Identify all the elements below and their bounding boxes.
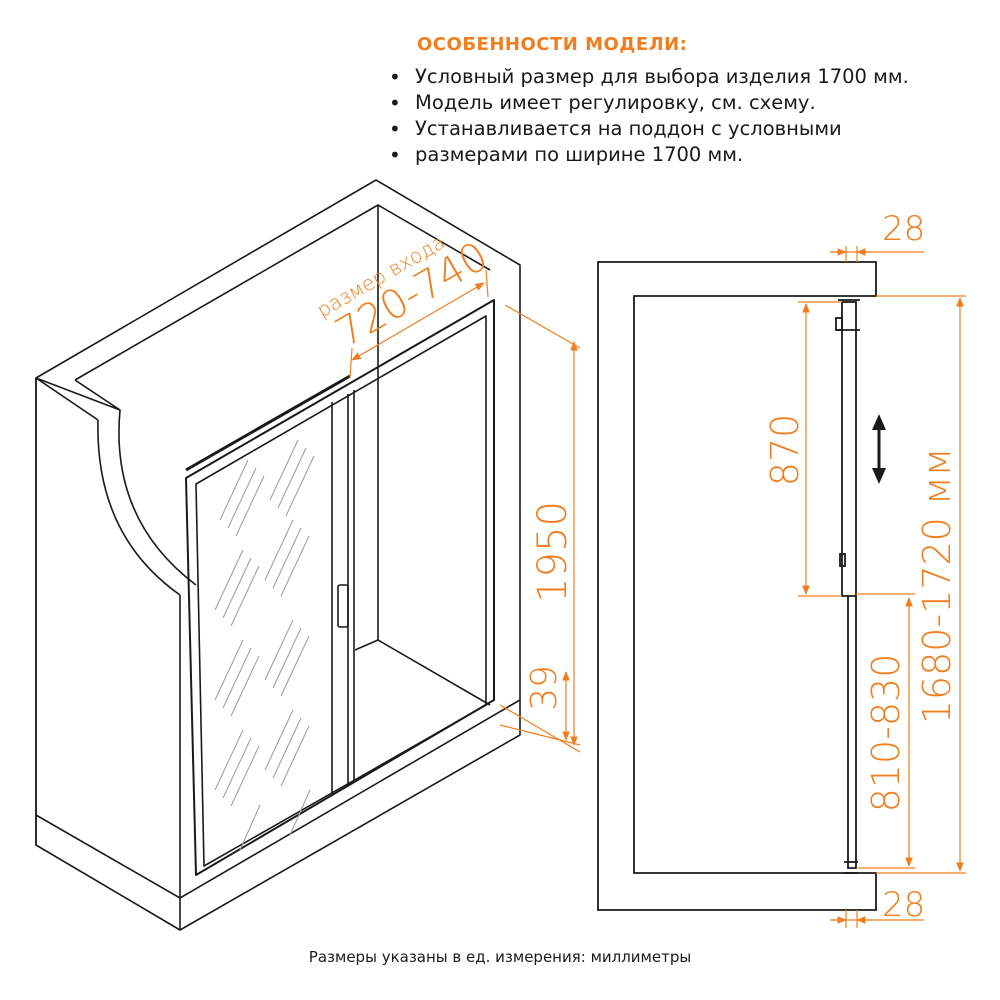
iso-door-frame-inner bbox=[195, 315, 487, 867]
iso-entry-ext-right bbox=[485, 269, 489, 298]
feature-text: размерами по ширине 1700 мм. bbox=[415, 143, 744, 166]
iso-wall-bottom-band bbox=[35, 699, 521, 899]
iso-top-rail bbox=[185, 374, 351, 472]
plan-total-value: 1680-1720 мм bbox=[915, 448, 959, 725]
feature-item: Устанавливается на поддон с условными bbox=[388, 116, 909, 142]
iso-curved-wall bbox=[118, 409, 197, 586]
plan-bracket-top bbox=[835, 317, 843, 331]
plan-view bbox=[597, 261, 877, 911]
plan-fixed-value: 810-830 bbox=[864, 654, 908, 813]
plan-profile-bottom bbox=[844, 861, 858, 874]
feature-item: Модель имеет регулировку, см. схему. bbox=[388, 90, 909, 116]
iso-height-value: 1950 bbox=[530, 501, 576, 603]
plan-bottom-value: 28 bbox=[882, 885, 925, 925]
iso-glass-pattern bbox=[214, 439, 315, 851]
feature-text: Модель имеет регулировку, см. схему. bbox=[415, 91, 816, 114]
iso-dimensions bbox=[349, 269, 581, 753]
iso-base-value: 39 bbox=[524, 665, 565, 711]
plan-adjust-arrow bbox=[872, 414, 886, 484]
iso-wall-left-join bbox=[35, 377, 99, 421]
iso-interior-floor bbox=[354, 639, 379, 651]
iso-entry-ext-left bbox=[349, 347, 353, 379]
plan-bracket-bottom bbox=[839, 553, 846, 567]
plan-wall-outline bbox=[597, 261, 877, 911]
iso-base-ext-1 bbox=[499, 704, 581, 753]
iso-door-handle bbox=[337, 584, 349, 628]
plan-top-value: 28 bbox=[882, 209, 925, 249]
feature-item: Условный размер для выбора изделия 1700 … bbox=[388, 64, 909, 90]
iso-door-split bbox=[331, 394, 349, 795]
footnote: Размеры указаны в ед. измерения: миллиме… bbox=[308, 948, 692, 966]
iso-base-ext-2 bbox=[499, 724, 581, 746]
plan-dimensions bbox=[798, 246, 966, 928]
feature-text: Устанавливается на поддон с условными bbox=[415, 117, 842, 140]
iso-height-ext-top bbox=[504, 304, 581, 349]
plan-door-sliding bbox=[847, 596, 857, 869]
iso-curved-wall-outer bbox=[97, 419, 181, 596]
iso-entry-dim-line bbox=[351, 282, 485, 361]
features-list: Условный размер для выбора изделия 1700 … bbox=[388, 64, 909, 168]
iso-wall-rim-left bbox=[35, 377, 121, 411]
features-title: ОСОБЕННОСТИ МОДЕЛИ: bbox=[417, 34, 688, 55]
feature-text: Условный размер для выбора изделия 1700 … bbox=[415, 65, 909, 88]
plan-door-fixed bbox=[841, 301, 857, 597]
plan-adjust-value: 870 bbox=[763, 414, 807, 487]
feature-item-continued: размерами по ширине 1700 мм. bbox=[388, 142, 909, 168]
